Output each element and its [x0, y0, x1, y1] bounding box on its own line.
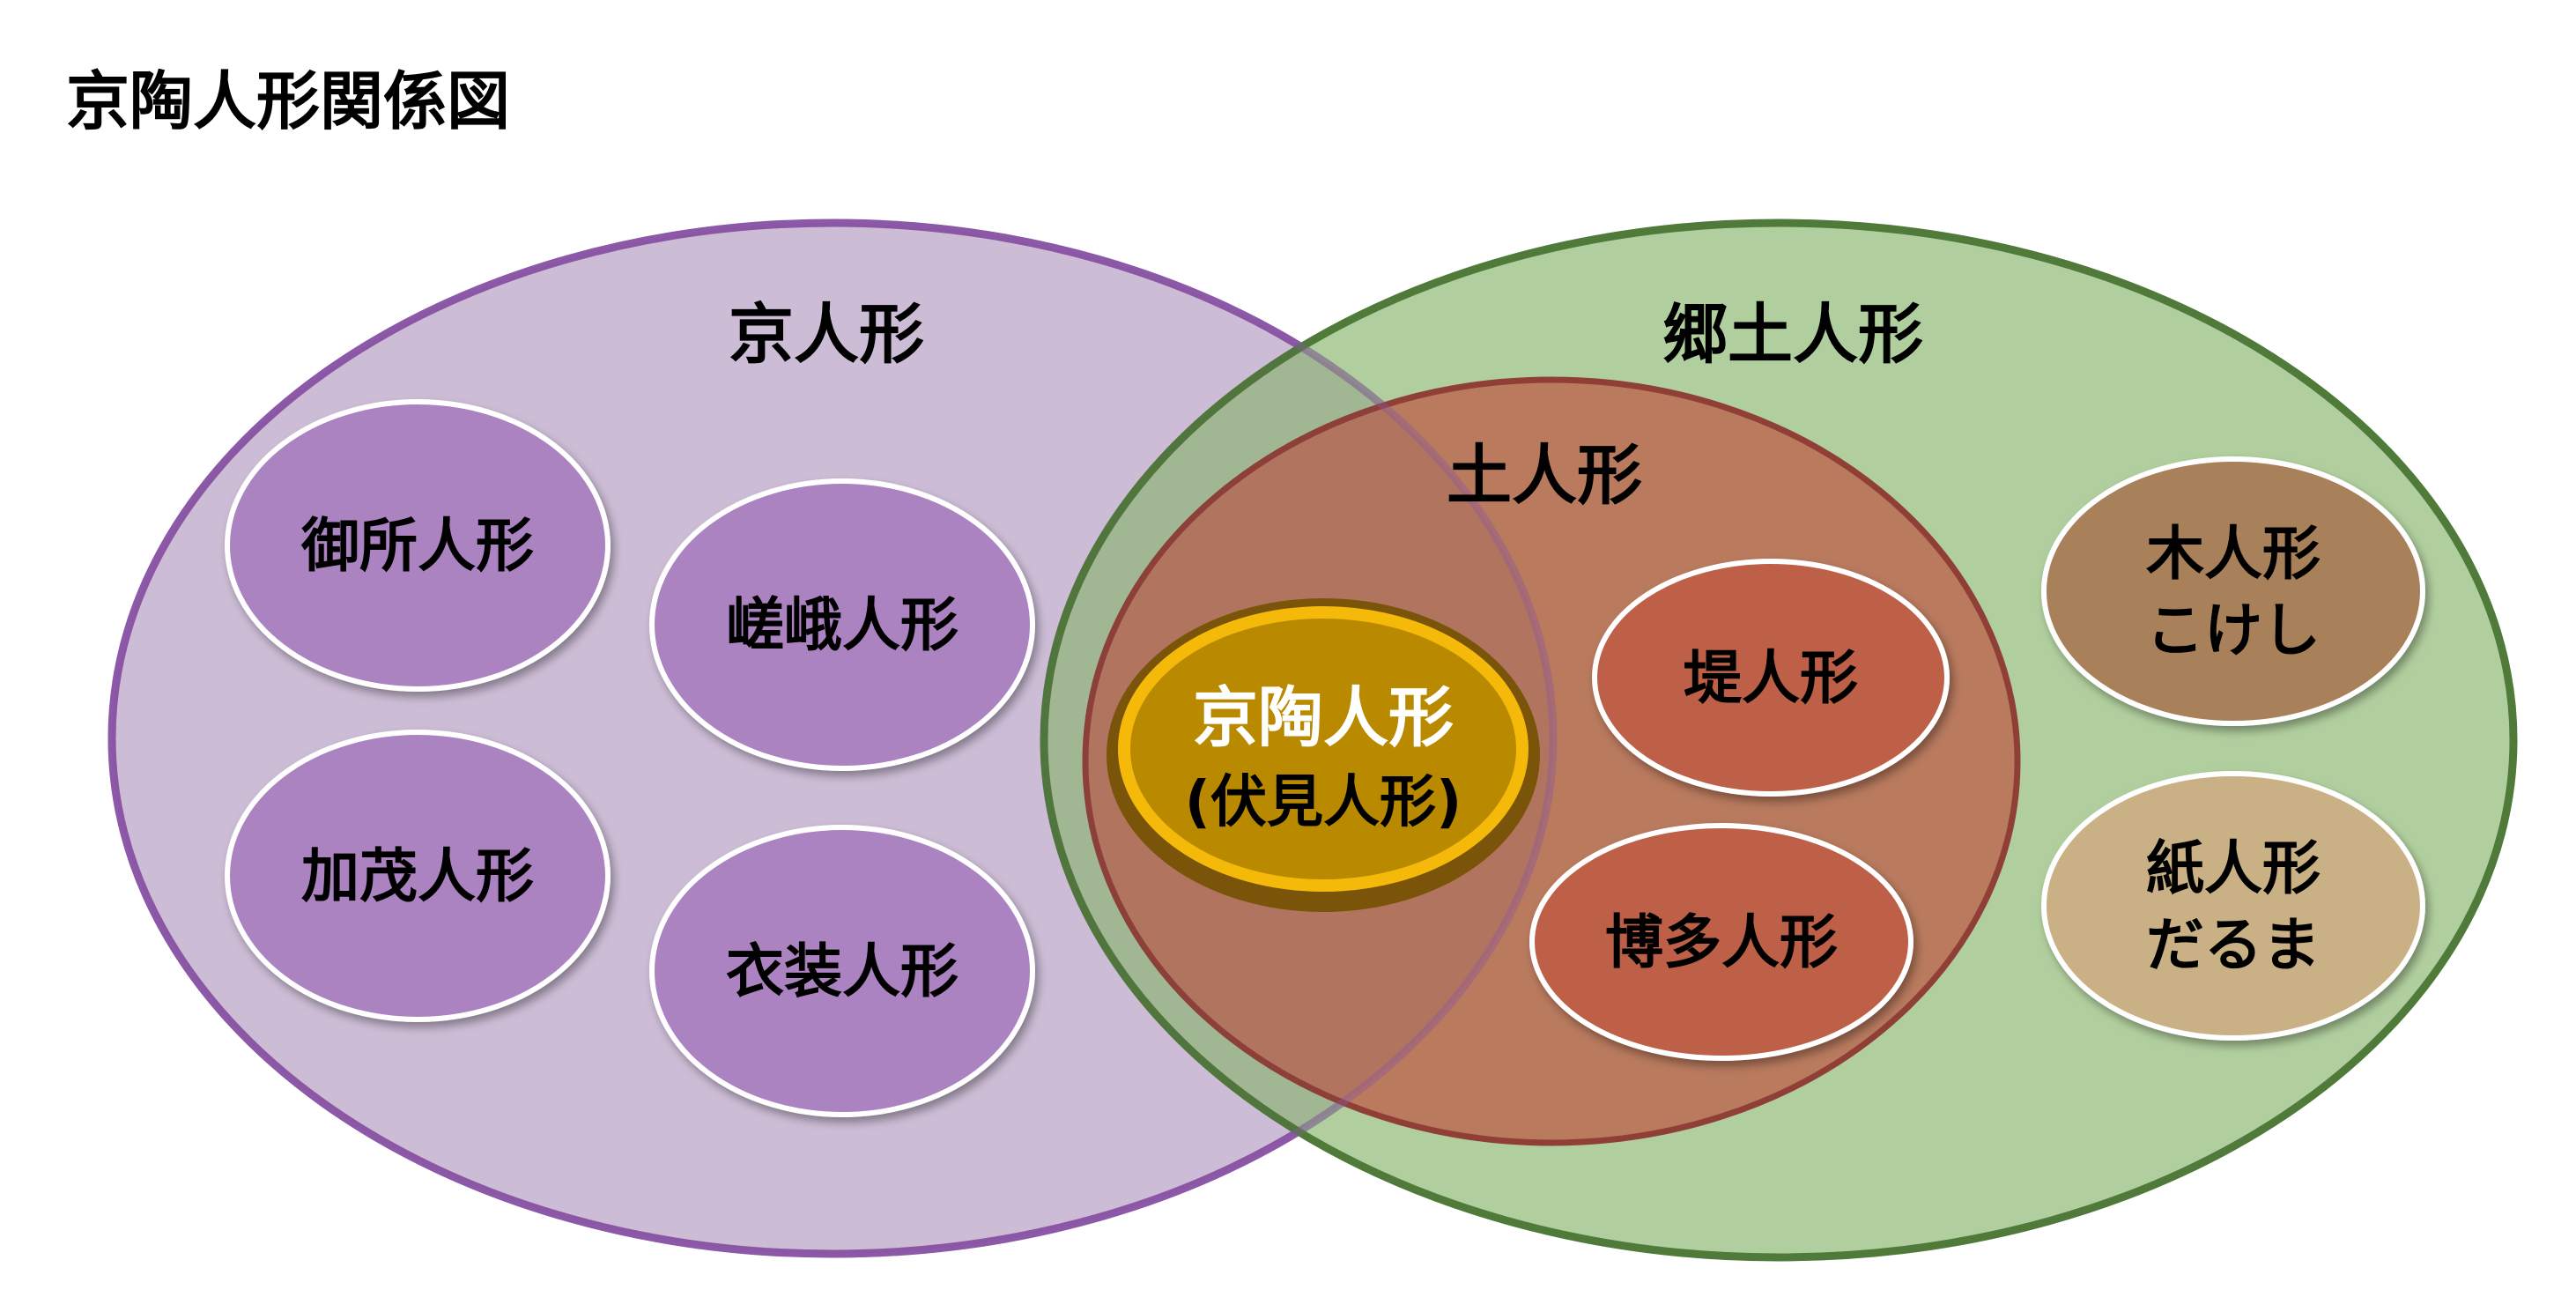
kyoto-ningyo-label: 京陶人形	[1193, 680, 1454, 756]
ki-ningyo-oval	[2041, 456, 2425, 726]
gosho-ningyo-oval	[225, 399, 611, 692]
isho-ningyo-label: 衣装人形	[726, 938, 959, 1005]
tsutsumi-ningyo-label: 堤人形	[1684, 644, 1858, 712]
daruma-label: だるま	[2146, 911, 2321, 979]
tsuchi-ningyo-label: 土人形	[1447, 438, 1642, 514]
kyoto-ningyo-oval	[1118, 606, 1529, 892]
kami-ningyo-oval	[2041, 771, 2425, 1041]
hakata-ningyo-label: 博多人形	[1605, 908, 1838, 976]
isho-ningyo-oval	[649, 825, 1035, 1117]
gosho-ningyo-label: 御所人形	[300, 512, 534, 580]
kami-ningyo-label: 紙人形	[2146, 834, 2321, 902]
hakata-ningyo-oval	[1529, 823, 1913, 1061]
page-title: 京陶人形関係図	[66, 64, 510, 138]
kamo-ningyo-label: 加茂人形	[301, 842, 534, 910]
kokeshi-label: こけし	[2146, 597, 2321, 664]
ki-ningyo-label: 木人形	[2146, 520, 2321, 588]
saga-ningyo-label: 嵯峨人形	[726, 591, 959, 659]
kamo-ningyo-oval	[225, 730, 611, 1022]
saga-ningyo-oval	[649, 478, 1035, 771]
fushimi-ningyo-label: (伏見人形)	[1185, 770, 1462, 835]
kyo-ningyo-label: 京人形	[729, 297, 924, 373]
kyodo-ningyo-label: 郷土人形	[1662, 297, 1923, 373]
tsutsumi-ningyo-oval	[1592, 559, 1950, 797]
